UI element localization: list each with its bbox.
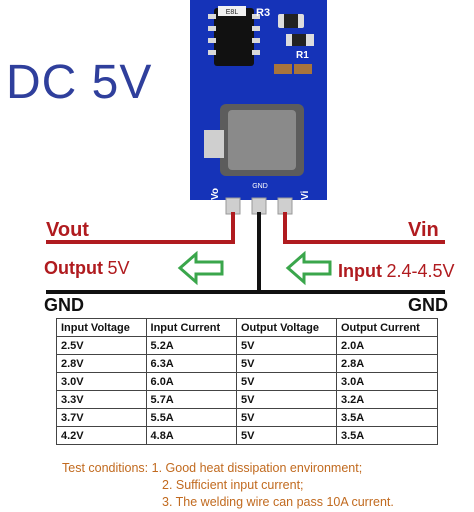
output-arrow-icon — [177, 250, 224, 286]
input-spec: Input 2.4-4.5V — [338, 261, 454, 282]
svg-text:GND: GND — [252, 183, 268, 190]
header-output-voltage: Output Voltage — [235, 318, 338, 337]
header-input-current: Input Current — [145, 318, 237, 337]
header-output-current: Output Current — [336, 318, 438, 337]
table-row: 4.2V 4.8A 5V 3.5A — [56, 426, 438, 445]
table-cell: 3.2A — [336, 390, 438, 409]
table-cell: 5V — [235, 336, 338, 355]
table-cell: 6.0A — [145, 372, 237, 391]
table-cell: 4.8A — [145, 426, 237, 445]
vo-pad — [225, 197, 241, 215]
vin-wire — [283, 212, 445, 244]
table-row: 3.7V 5.5A 5V 3.5A — [56, 408, 438, 427]
table-cell: 2.5V — [56, 336, 147, 355]
table-cell: 5V — [235, 390, 338, 409]
output-spec: Output 5V — [44, 258, 129, 279]
output-label: Output — [44, 258, 103, 278]
vin-label: Vin — [408, 219, 439, 241]
input-value: 2.4-4.5V — [386, 261, 455, 281]
table-cell: 3.5A — [336, 408, 438, 427]
table-cell: 3.0V — [56, 372, 147, 391]
input-label: Input — [338, 261, 382, 281]
svg-text:Vo: Vo — [210, 188, 221, 200]
test-condition-2: 2. Sufficient input current; — [162, 478, 304, 492]
svg-text:Vi: Vi — [300, 191, 311, 200]
vout-label: Vout — [46, 219, 89, 241]
gnd-pad — [251, 197, 267, 215]
svg-text:R1: R1 — [296, 50, 309, 61]
test-condition-3: 3. The welding wire can pass 10A current… — [162, 495, 394, 509]
table-row: 2.8V 6.3A 5V 2.8A — [56, 354, 438, 373]
table-cell: 3.5A — [336, 426, 438, 445]
test-condition-1: Test conditions: 1. Good heat dissipatio… — [62, 461, 363, 475]
table-cell: 6.3A — [145, 354, 237, 373]
spec-table: Input Voltage Input Current Output Volta… — [56, 318, 438, 445]
table-cell: 5V — [235, 372, 338, 391]
table-cell: 4.2V — [56, 426, 147, 445]
title-dc-5v: DC 5V — [6, 56, 153, 109]
table-cell: 5V — [235, 354, 338, 373]
table-header-row: Input Voltage Input Current Output Volta… — [56, 318, 438, 337]
header-input-voltage: Input Voltage — [56, 318, 147, 337]
table-cell: 3.0A — [336, 372, 438, 391]
svg-text:E8L: E8L — [226, 9, 239, 16]
table-cell: 3.3V — [56, 390, 147, 409]
table-cell: 5.7A — [145, 390, 237, 409]
input-arrow-icon — [285, 250, 332, 286]
table-row: 2.5V 5.2A 5V 2.0A — [56, 336, 438, 355]
gnd-label-left: GND — [44, 295, 84, 315]
table-cell: 2.8A — [336, 354, 438, 373]
table-cell: 5V — [235, 408, 338, 427]
pcb-board: E8L R3 R1 GND Vo Vi — [190, 0, 327, 214]
table-cell: 2.0A — [336, 336, 438, 355]
gnd-label-right: GND — [408, 295, 448, 315]
table-cell: 5.5A — [145, 408, 237, 427]
vout-wire — [46, 212, 235, 244]
svg-text:R3: R3 — [256, 7, 270, 19]
table-cell: 2.8V — [56, 354, 147, 373]
table-cell: 5.2A — [145, 336, 237, 355]
table-cell: 5V — [235, 426, 338, 445]
table-row: 3.3V 5.7A 5V 3.2A — [56, 390, 438, 409]
output-value: 5V — [107, 258, 130, 278]
table-row: 3.0V 6.0A 5V 3.0A — [56, 372, 438, 391]
pcb-board-art: E8L R3 R1 GND Vo Vi — [190, 0, 327, 214]
ic-chip — [214, 8, 254, 66]
vi-pad — [277, 197, 293, 215]
table-cell: 3.7V — [56, 408, 147, 427]
